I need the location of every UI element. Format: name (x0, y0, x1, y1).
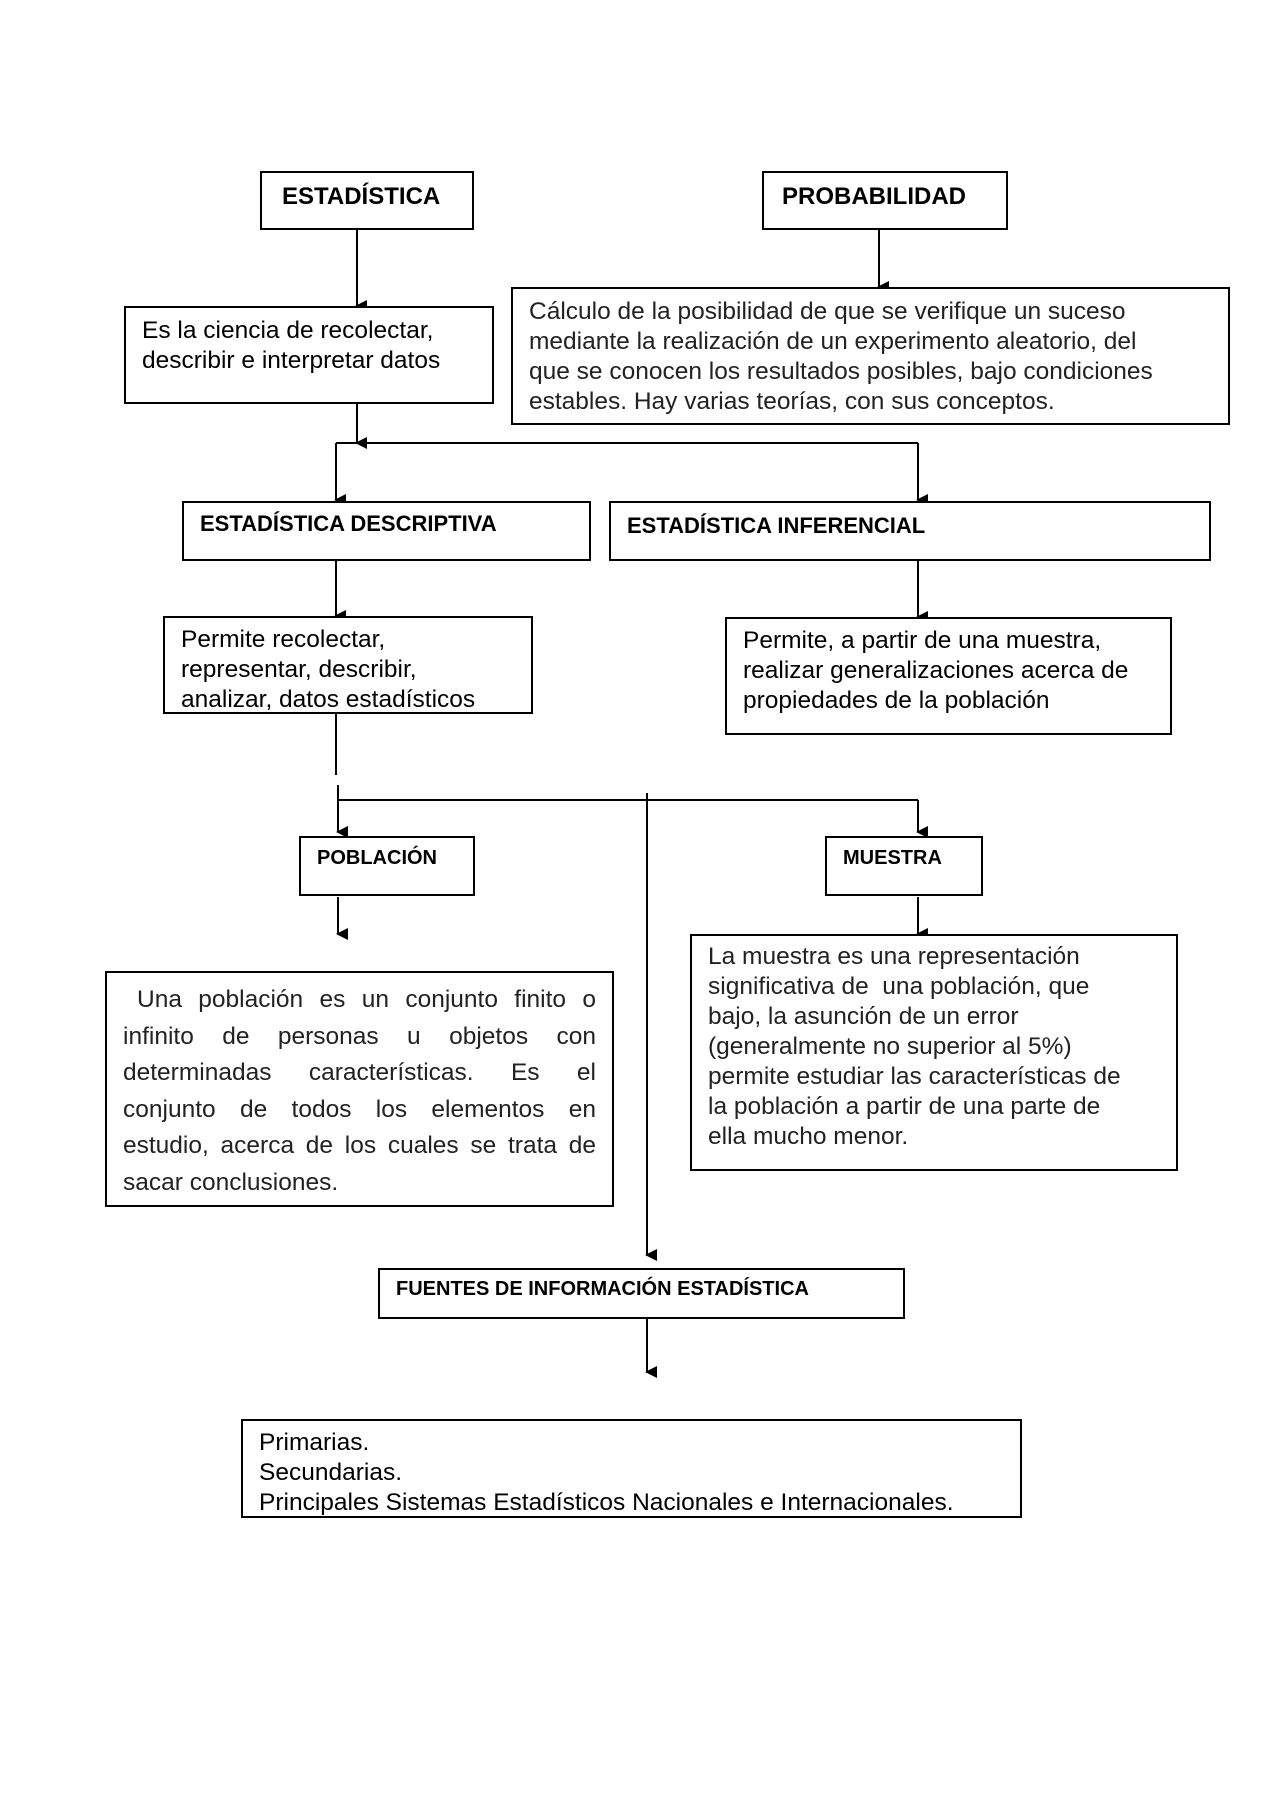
muestra-definition-line-7: ella mucho menor. (708, 1123, 909, 1150)
poblacion-definition-box: Una población es un conjunto finito o in… (105, 971, 614, 1207)
inferencial-title-box: ESTADÍSTICA INFERENCIAL (609, 501, 1211, 561)
muestra-definition-line-2: significativa de una población, que (708, 973, 1090, 1000)
descriptiva-definition-line-2: representar, describir, (181, 656, 417, 683)
poblacion-definition: Una población es un conjunto finito o in… (123, 986, 596, 1196)
probabilidad-definition-line-3: que se conocen los resultados posibles, … (529, 358, 1153, 385)
fuentes-title-box: FUENTES DE INFORMACIÓN ESTADÍSTICA (378, 1268, 905, 1319)
poblacion-title: POBLACIÓN (317, 847, 437, 869)
fuentes-item-secundarias: Secundarias. (259, 1459, 403, 1486)
descriptiva-title-box: ESTADÍSTICA DESCRIPTIVA (182, 501, 591, 561)
inferencial-definition-line-2: realizar generalizaciones acerca de (743, 657, 1129, 684)
descriptiva-title: ESTADÍSTICA DESCRIPTIVA (200, 511, 497, 536)
descriptiva-definition-line-1: Permite recolectar, (181, 626, 386, 653)
inferencial-title: ESTADÍSTICA INFERENCIAL (627, 513, 926, 538)
muestra-title-box: MUESTRA (825, 836, 983, 896)
muestra-definition-line-6: la población a partir de una parte de (708, 1093, 1101, 1120)
fuentes-item-primarias: Primarias. (259, 1429, 370, 1456)
poblacion-title-box: POBLACIÓN (299, 836, 475, 896)
muestra-definition-line-5: permite estudiar las características de (708, 1063, 1121, 1090)
probabilidad-definition-box: Cálculo de la posibilidad de que se veri… (511, 287, 1230, 425)
inferencial-definition-line-1: Permite, a partir de una muestra, (743, 627, 1102, 654)
probabilidad-definition-line-2: mediante la realización de un experiment… (529, 328, 1137, 355)
estadistica-definition-line-1: Es la ciencia de recolectar, (142, 317, 434, 344)
descriptiva-definition-line-3: analizar, datos estadísticos (181, 686, 476, 713)
muestra-definition-line-4: (generalmente no superior al 5%) (708, 1033, 1072, 1060)
probabilidad-title-box: PROBABILIDAD (762, 171, 1008, 230)
estadistica-title: ESTADÍSTICA (282, 183, 441, 210)
estadistica-definition-box: Es la ciencia de recolectar, describir e… (124, 306, 494, 404)
inferencial-definition-line-3: propiedades de la población (743, 687, 1050, 714)
probabilidad-definition-line-4: estables. Hay varias teorías, con sus co… (529, 388, 1055, 415)
muestra-title: MUESTRA (843, 847, 942, 869)
fuentes-list-box: Primarias. Secundarias. Principales Sist… (241, 1419, 1022, 1518)
muestra-definition-line-1: La muestra es una representación (708, 943, 1080, 970)
fuentes-title: FUENTES DE INFORMACIÓN ESTADÍSTICA (396, 1278, 809, 1300)
probabilidad-title: PROBABILIDAD (782, 183, 966, 210)
fuentes-item-sistemas: Principales Sistemas Estadísticos Nacion… (259, 1489, 954, 1516)
muestra-definition-box: La muestra es una representación signifi… (690, 934, 1178, 1171)
muestra-definition-line-3: bajo, la asunción de un error (708, 1003, 1019, 1030)
descriptiva-definition-box: Permite recolectar, representar, describ… (163, 616, 533, 714)
estadistica-definition-line-2: describir e interpretar datos (142, 347, 441, 374)
estadistica-title-box: ESTADÍSTICA (260, 171, 474, 230)
inferencial-definition-box: Permite, a partir de una muestra, realiz… (725, 617, 1172, 735)
probabilidad-definition-line-1: Cálculo de la posibilidad de que se veri… (529, 298, 1126, 325)
